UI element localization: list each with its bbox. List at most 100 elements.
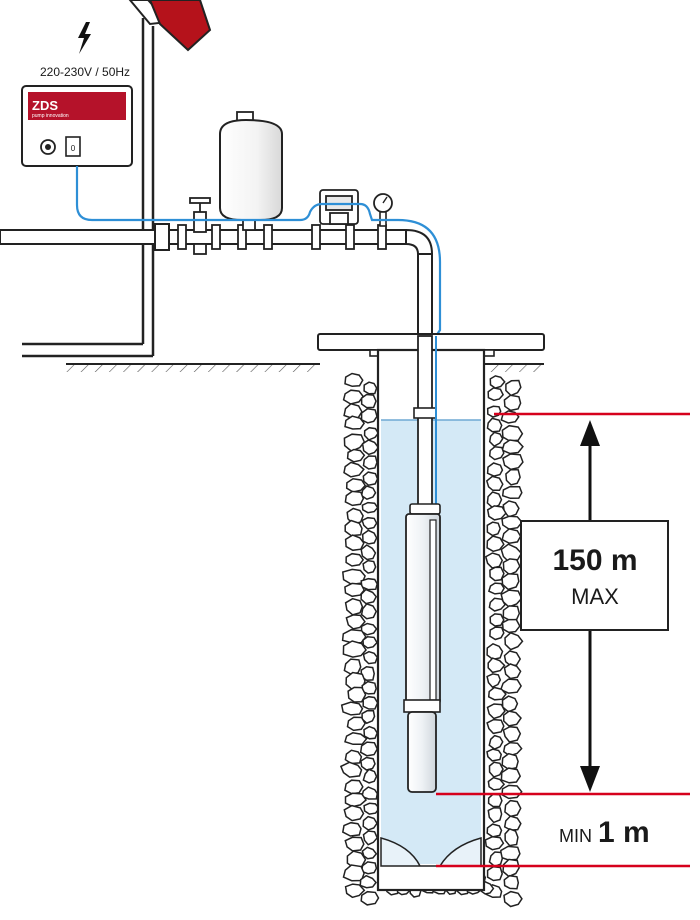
gravel-stone bbox=[360, 408, 378, 424]
gravel-stone bbox=[502, 558, 521, 576]
gravel-left bbox=[339, 372, 381, 906]
gravel-stone bbox=[489, 626, 505, 641]
gravel-stone bbox=[344, 732, 368, 746]
gravel-stone bbox=[344, 582, 366, 598]
gravel-stone bbox=[502, 741, 523, 757]
gravel-stone bbox=[343, 804, 365, 822]
gravel-stone bbox=[362, 830, 379, 846]
gravel-stone bbox=[488, 446, 505, 461]
gravel-stone bbox=[342, 640, 367, 658]
gravel-stone bbox=[505, 379, 522, 397]
gravel-stone bbox=[363, 426, 380, 441]
gravel-stone bbox=[344, 534, 365, 552]
gravel-stone bbox=[486, 866, 503, 882]
gravel-stone bbox=[363, 381, 378, 395]
gravel-stone bbox=[344, 490, 365, 507]
gravel-stone bbox=[347, 686, 367, 703]
gravel-stone bbox=[501, 485, 523, 500]
gravel-stone bbox=[505, 468, 521, 486]
pump-cable bbox=[158, 202, 442, 337]
gravel-stone bbox=[501, 695, 519, 713]
gravel-stone bbox=[486, 718, 505, 735]
gravel-stone bbox=[486, 823, 503, 838]
gravel-stone bbox=[359, 874, 377, 889]
gravel-stone bbox=[501, 573, 520, 591]
gravel-stone bbox=[484, 552, 504, 569]
control-box: ZDS pump innovation 0 bbox=[21, 85, 133, 167]
gravel-stone bbox=[344, 519, 363, 537]
power-cable bbox=[75, 166, 158, 222]
gravel-stone bbox=[363, 725, 379, 740]
gravel-stone bbox=[501, 424, 524, 442]
gravel-stone bbox=[504, 631, 524, 651]
gravel-stone bbox=[346, 448, 366, 463]
gravel-stone bbox=[487, 806, 503, 824]
gravel-stone bbox=[340, 701, 364, 716]
riser-pipe bbox=[413, 335, 437, 517]
gravel-stone bbox=[502, 858, 520, 878]
gravel-stone bbox=[344, 779, 364, 795]
gravel-stone bbox=[342, 864, 365, 882]
gravel-stone bbox=[485, 475, 504, 492]
gravel-stone bbox=[345, 478, 367, 493]
gravel-stone bbox=[502, 453, 524, 471]
power-switch[interactable] bbox=[65, 136, 81, 157]
gravel-stone bbox=[360, 544, 377, 561]
gravel-stone bbox=[487, 387, 504, 402]
gravel-stone bbox=[344, 749, 363, 765]
gravel-stone bbox=[360, 603, 378, 620]
gravel-stone bbox=[502, 710, 522, 727]
gravel-stone bbox=[360, 890, 380, 906]
gravel-stone bbox=[488, 431, 504, 448]
gravel-stone bbox=[362, 815, 378, 831]
gravel-stone bbox=[502, 500, 520, 518]
gate-valve-icon bbox=[189, 197, 211, 255]
house-wall bbox=[22, 18, 155, 358]
gravel-stone bbox=[362, 559, 377, 574]
gravel-stone bbox=[504, 799, 522, 818]
gravel-stone bbox=[344, 372, 364, 388]
gravel-stone bbox=[343, 433, 366, 453]
min-depth-value: 1 m bbox=[598, 816, 650, 849]
pipe-fittings bbox=[177, 224, 387, 250]
gravel-stone bbox=[345, 552, 365, 567]
gravel-stone bbox=[361, 710, 376, 725]
power-supply-label: 220-230V / 50Hz bbox=[40, 65, 130, 79]
gravel-stone bbox=[362, 471, 379, 487]
gravel-stone bbox=[360, 588, 378, 605]
gravel-stone bbox=[362, 636, 378, 649]
gravel-stone bbox=[503, 890, 523, 908]
gravel-stone bbox=[343, 461, 365, 478]
gravel-stone bbox=[488, 734, 504, 750]
control-box-tagline: pump innovation bbox=[32, 113, 69, 119]
gravel-stone bbox=[486, 405, 502, 418]
gravel-stone bbox=[486, 703, 506, 720]
gravel-stone bbox=[501, 618, 521, 634]
lightning-icon bbox=[78, 22, 91, 54]
gravel-stone bbox=[502, 725, 522, 743]
gravel-stone bbox=[499, 678, 522, 694]
gravel-stone bbox=[503, 650, 522, 667]
roof-corner bbox=[128, 0, 212, 52]
gravel-stone bbox=[486, 642, 504, 661]
gravel-stone bbox=[489, 613, 505, 627]
gravel-stone bbox=[489, 375, 506, 389]
wall-sleeve bbox=[154, 223, 170, 251]
gravel-stone bbox=[344, 836, 365, 852]
gravel-stone bbox=[503, 874, 520, 890]
pressure-gauge-icon bbox=[373, 193, 393, 227]
gravel-stone bbox=[501, 784, 523, 800]
gravel-stone bbox=[488, 761, 504, 778]
gravel-stone bbox=[344, 415, 366, 430]
gravel-stone bbox=[341, 821, 362, 837]
gravel-stone bbox=[487, 686, 507, 701]
gravel-stone bbox=[342, 389, 365, 405]
gravel-stone bbox=[503, 394, 522, 412]
gravel-stone bbox=[363, 802, 381, 815]
gravel-stone bbox=[361, 846, 378, 860]
gravel-stone bbox=[488, 851, 504, 868]
ground-surface bbox=[66, 363, 544, 372]
gravel-stone bbox=[486, 505, 507, 521]
gravel-stone bbox=[487, 657, 506, 674]
